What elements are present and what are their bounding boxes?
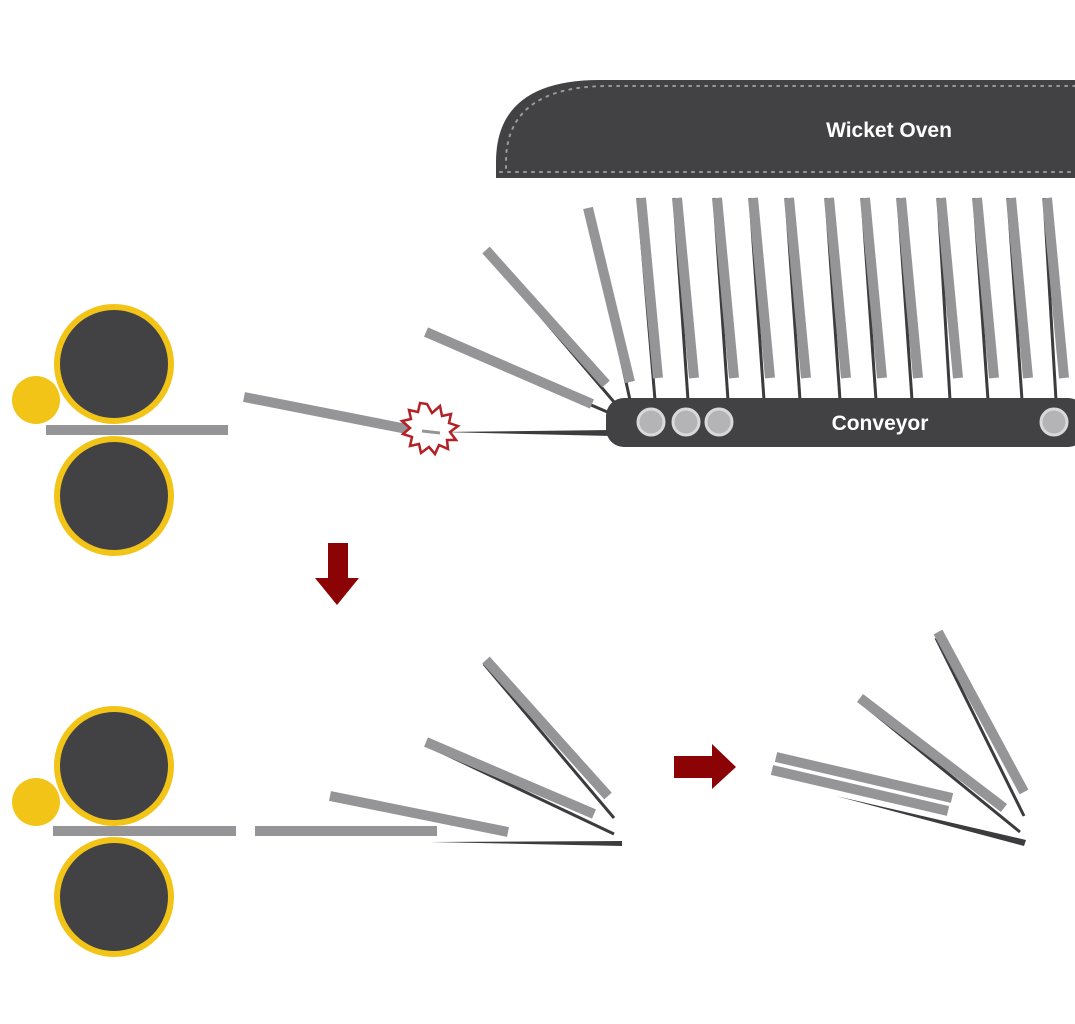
fan-rod-high-right [933, 629, 1029, 795]
wicket-rods [583, 197, 1069, 384]
rod-10 [972, 197, 999, 379]
rod-4 [748, 197, 775, 379]
pin-roller-bottom [12, 778, 60, 826]
rod-3 [712, 197, 739, 379]
conveyor-roller-4 [1039, 407, 1069, 437]
nip-rollers-top [12, 304, 228, 556]
tear-burst [399, 401, 461, 457]
right-arrow-icon [674, 744, 736, 789]
rod-0 [583, 206, 635, 384]
film-segment-flat [255, 826, 437, 836]
pin-roller-top [12, 376, 60, 424]
upper-roller-bottom [54, 706, 174, 826]
rod-2 [672, 197, 699, 379]
film-segment-top [243, 392, 423, 437]
rod-9 [936, 197, 963, 379]
rod-12 [1042, 197, 1069, 379]
rod-7 [860, 197, 887, 379]
lower-roller-top [54, 436, 174, 556]
rod-11 [1006, 197, 1033, 379]
fan-rod-high [482, 656, 612, 800]
fan-wire-c [440, 430, 612, 436]
wicket-fan-bottom-right [770, 629, 1029, 846]
wicket-stack-top [583, 197, 1069, 401]
conveyor: Conveyor [606, 398, 1075, 447]
fan-rod-flat-a [774, 752, 954, 803]
fan-wire-flat [430, 841, 622, 846]
fan-rod-flat-b [770, 765, 950, 816]
film-break [243, 392, 461, 457]
oven-label: Wicket Oven [826, 119, 952, 142]
rod-1 [636, 197, 663, 379]
fan-rod-a [482, 246, 610, 388]
rod-6 [824, 197, 851, 379]
nip-rollers-bottom [12, 706, 236, 957]
wicket-oven: Wicket Oven [496, 80, 1075, 178]
fan-wire-high [482, 663, 616, 819]
rod-5 [784, 197, 811, 379]
film-segment-tail [421, 429, 441, 435]
conveyor-roller-1 [636, 407, 666, 437]
fan-rod-mid-right [856, 694, 1008, 812]
film-web-top [46, 425, 228, 435]
conveyor-roller-2 [671, 407, 701, 437]
fan-rod-mid [424, 737, 596, 819]
upper-roller-top [54, 304, 174, 424]
film-web-bottom [53, 826, 236, 836]
lower-roller-bottom [54, 837, 174, 957]
down-arrow-icon [315, 543, 359, 605]
oven-body [496, 80, 1075, 178]
fan-wire-high-right [934, 637, 1026, 817]
rod-8 [896, 197, 923, 379]
fan-wire-flat-right [836, 796, 1026, 846]
wicket-fan-bottom-left [255, 656, 622, 846]
fan-rod-b [424, 327, 594, 409]
conveyor-label: Conveyor [832, 412, 929, 435]
conveyor-roller-3 [704, 407, 734, 437]
wicket-fan-top [424, 246, 616, 436]
fan-rod-low [329, 791, 509, 837]
